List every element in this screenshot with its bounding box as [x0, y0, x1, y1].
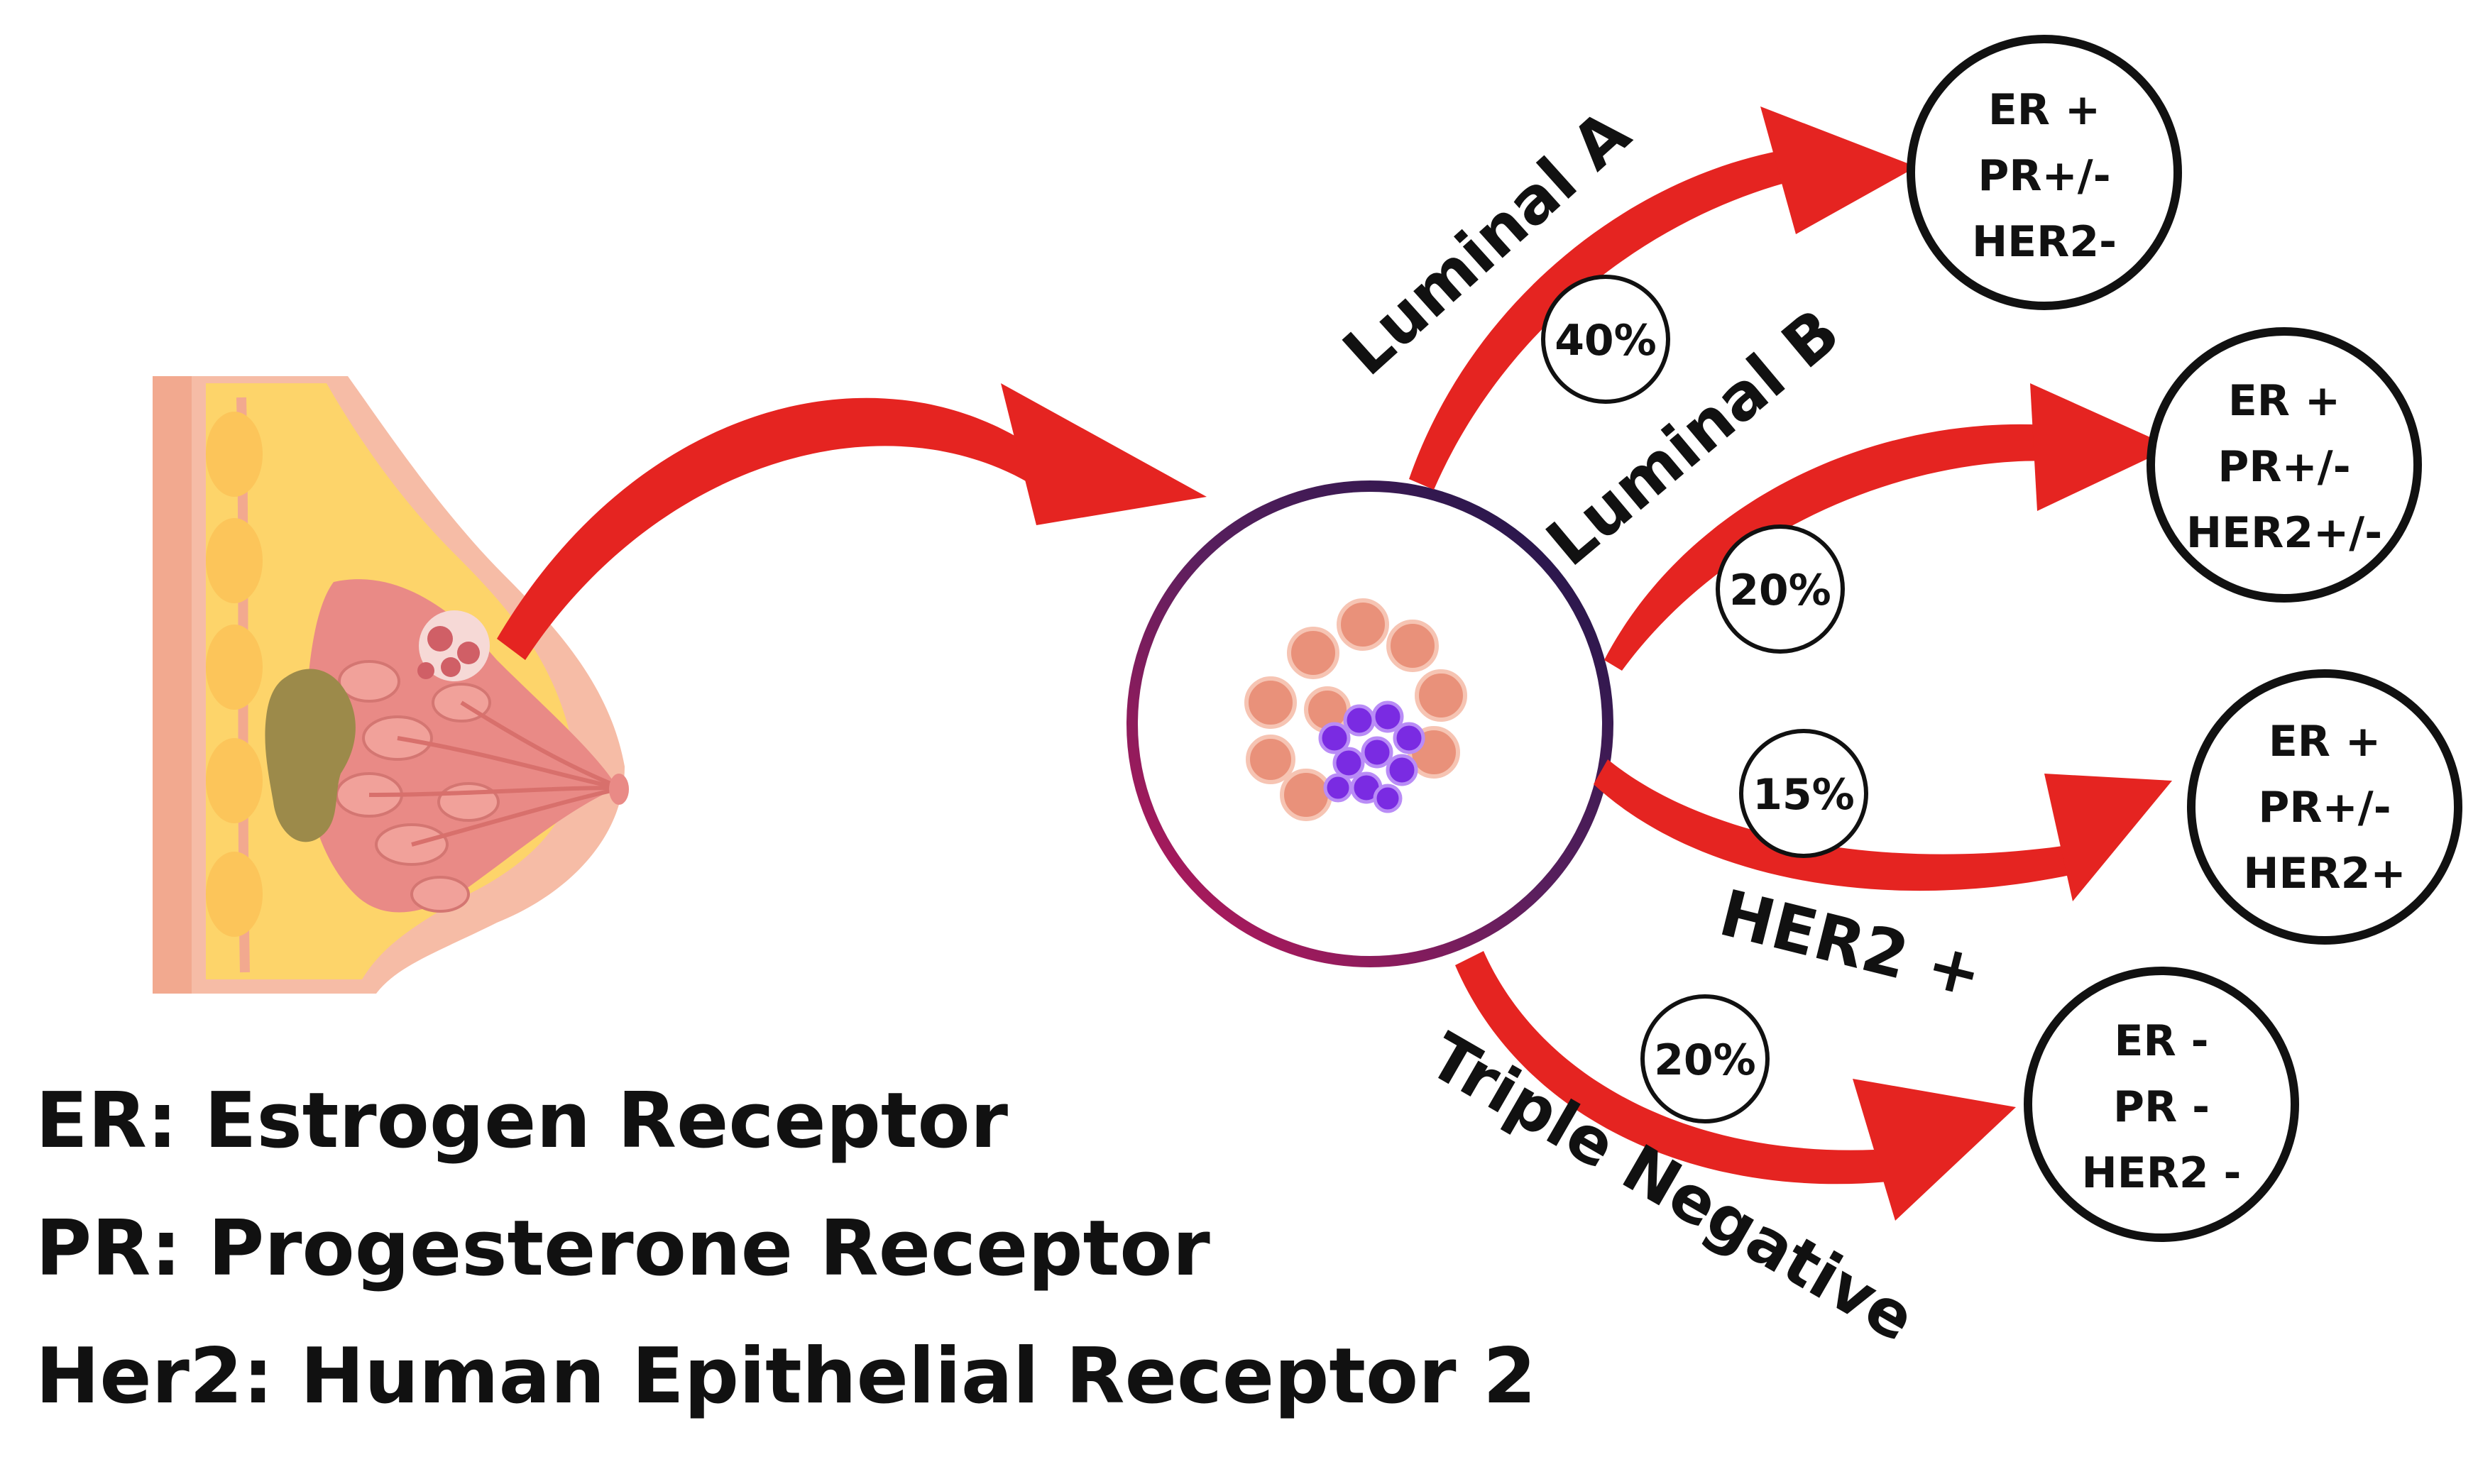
tumor-circle [1126, 480, 1613, 967]
receptor-her2: HER2+ [2243, 849, 2406, 898]
lesion-cluster [417, 610, 490, 681]
percent-triple-negative: 20% [1654, 1035, 1756, 1085]
tumor-cell-cluster-icon [1244, 598, 1467, 821]
legend-pr: PR: Progesterone Receptor [35, 1204, 1210, 1293]
receptor-er: ER + [2269, 717, 2381, 766]
legend-her2: Her2: Human Epithelial Receptor 2 [35, 1332, 1537, 1421]
percent-badge-her2: 15% [1739, 729, 1868, 858]
arrow-luminal-a [1409, 106, 1917, 490]
receptor-her2: HER2- [1972, 217, 2117, 267]
receptor-er: ER + [2228, 376, 2340, 426]
percent-badge-luminal-b: 20% [1716, 524, 1845, 654]
breast-illustration [153, 376, 629, 994]
result-circle-luminal-b: ER + PR+/- HER2+/- [2147, 327, 2422, 603]
result-circle-luminal-a: ER + PR+/- HER2- [1907, 35, 2182, 310]
receptor-her2: HER2+/- [2186, 508, 2382, 558]
receptor-er: ER - [2115, 1016, 2209, 1066]
arrow-luminal-b [1604, 383, 2172, 671]
legend-er: ER: Estrogen Receptor [35, 1077, 1008, 1165]
tumor-mass [265, 669, 356, 842]
percent-luminal-a: 40% [1555, 316, 1657, 365]
receptor-pr: PR+/- [1978, 151, 2110, 201]
arrow-triple-negative [1455, 951, 2016, 1221]
chest-wall [153, 376, 192, 994]
receptor-pr: PR+/- [2258, 783, 2391, 832]
arrow-breast-to-tumor [497, 383, 1207, 660]
percent-badge-luminal-a: 40% [1541, 275, 1670, 404]
label-her2: HER2 + [1713, 876, 1990, 1013]
result-circle-triple-negative: ER - PR - HER2 - [2024, 967, 2299, 1242]
milk-ducts [368, 700, 619, 847]
percent-luminal-b: 20% [1729, 566, 1831, 615]
receptor-her2: HER2 - [2082, 1148, 2242, 1198]
receptor-er: ER + [1988, 85, 2100, 135]
nipple [609, 774, 629, 805]
arrow-her2 [1594, 759, 2172, 901]
percent-badge-triple-negative: 20% [1640, 994, 1770, 1123]
receptor-pr: PR+/- [2217, 442, 2350, 492]
percent-her2: 15% [1753, 770, 1855, 820]
receptor-pr: PR - [2113, 1082, 2210, 1132]
result-circle-her2: ER + PR+/- HER2+ [2187, 669, 2462, 945]
